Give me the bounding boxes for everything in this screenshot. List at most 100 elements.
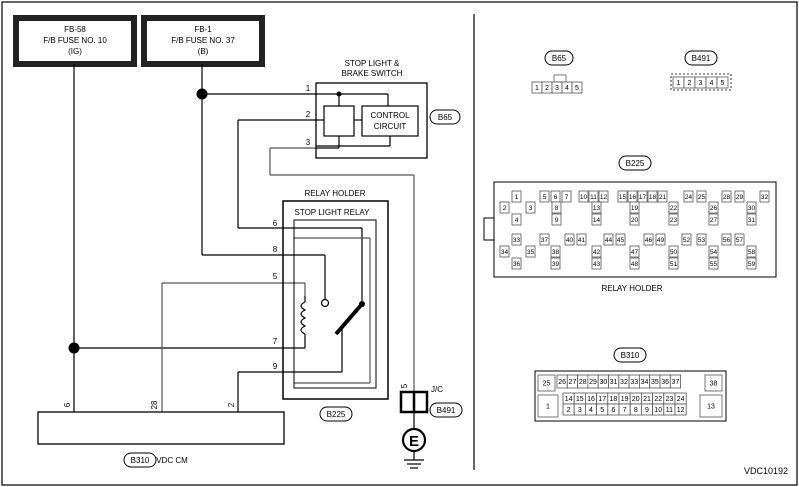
b310-pin-26: 26 bbox=[556, 374, 568, 389]
b491-pin-4: 4 bbox=[705, 76, 718, 89]
jc-connector-label: B491 bbox=[437, 406, 456, 415]
b225-pin-28-label: 28 bbox=[723, 194, 731, 201]
b310-pin-25-label: 25 bbox=[543, 381, 551, 388]
b225-pin-12-label: 12 bbox=[600, 194, 608, 201]
b310-pin-6-label: 6 bbox=[611, 407, 615, 414]
relay-connector-label: B225 bbox=[327, 410, 346, 419]
stop-light-relay-title: STOP LIGHT RELAY bbox=[295, 208, 371, 217]
switch-contact-box bbox=[323, 105, 355, 137]
jc-pin-5: 5 bbox=[400, 383, 409, 388]
b225-pin-34: 34 bbox=[499, 245, 510, 258]
jc-label: J/C bbox=[431, 385, 443, 394]
fuse-fb58-type: (IG) bbox=[68, 47, 82, 56]
b225-pin-26: 26 bbox=[708, 201, 719, 214]
b225-pin-6: 6 bbox=[550, 190, 561, 203]
b310-pin-24: 24 bbox=[674, 392, 687, 405]
junction-dot-fb1 bbox=[196, 88, 208, 100]
b310-pin-36: 36 bbox=[659, 374, 671, 389]
b310-pin-4: 4 bbox=[585, 403, 598, 416]
b310-pin-22-label: 22 bbox=[654, 396, 662, 403]
b310-pin-32: 32 bbox=[618, 374, 630, 389]
b310-pin-22: 22 bbox=[652, 392, 665, 405]
b491-pin-3: 3 bbox=[694, 76, 707, 89]
b310-pin-9-label: 9 bbox=[645, 407, 649, 414]
b225-pin-40: 40 bbox=[564, 233, 575, 246]
b65-view-label: B65 bbox=[552, 54, 567, 63]
b310-pin-7: 7 bbox=[618, 403, 631, 416]
b65-pin-5-label: 5 bbox=[575, 85, 579, 92]
b65-pin-1: 1 bbox=[531, 81, 543, 94]
b225-pin-43-label: 43 bbox=[593, 261, 601, 268]
figure-code: VDC10192 bbox=[744, 466, 788, 476]
b225-pin-56: 56 bbox=[721, 233, 732, 246]
b225-pin-33: 33 bbox=[511, 233, 522, 246]
b310-pin-30: 30 bbox=[597, 374, 609, 389]
b310-pin-19: 19 bbox=[618, 392, 631, 405]
b310-pin-25: 25 bbox=[537, 374, 556, 392]
b225-pin-50: 50 bbox=[668, 245, 679, 258]
vdccm-label: VDC CM bbox=[156, 456, 188, 465]
b65-pin-1-label: 1 bbox=[535, 85, 539, 92]
b225-pin-42-label: 42 bbox=[593, 249, 601, 256]
fuse-fb58-code: FB-58 bbox=[64, 25, 86, 34]
b310-pin-9: 9 bbox=[641, 403, 654, 416]
b225-pin-27-label: 27 bbox=[710, 217, 718, 224]
b310-pin-17: 17 bbox=[596, 392, 609, 405]
b310-pin-16: 16 bbox=[585, 392, 598, 405]
b225-pin-7: 7 bbox=[561, 190, 572, 203]
b225-pin-22-label: 22 bbox=[670, 205, 678, 212]
b310-pin-15-label: 15 bbox=[576, 396, 584, 403]
fuse-box-fb58: FB-58 F/B FUSE NO. 10 (IG) bbox=[13, 15, 137, 67]
relay-coil bbox=[300, 301, 307, 335]
b225-pin-35-label: 35 bbox=[527, 249, 535, 256]
b225-pin-7-label: 7 bbox=[565, 194, 569, 201]
b225-caption: RELAY HOLDER bbox=[601, 284, 662, 293]
b225-pin-54: 54 bbox=[708, 245, 719, 258]
joint-connector: 5 J/C B491 E bbox=[399, 383, 463, 469]
b225-pin-58: 58 bbox=[746, 245, 757, 258]
b491-pin-1: 1 bbox=[672, 76, 685, 89]
b310-pin-14-label: 14 bbox=[565, 396, 573, 403]
b310-pin-33: 33 bbox=[628, 374, 640, 389]
b225-pin-12: 12 bbox=[598, 190, 609, 203]
b491-view-label: B491 bbox=[692, 54, 711, 63]
b310-pin-27-label: 27 bbox=[569, 379, 577, 386]
b310-pin-5: 5 bbox=[596, 403, 609, 416]
b225-pin-26-label: 26 bbox=[710, 205, 718, 212]
b225-pin-20-label: 20 bbox=[631, 217, 639, 224]
b310-pin-18: 18 bbox=[607, 392, 620, 405]
b225-pin-30-label: 30 bbox=[748, 205, 756, 212]
relay-holder-title: RELAY HOLDER bbox=[304, 189, 365, 198]
b225-pin-39-label: 39 bbox=[552, 261, 560, 268]
b225-pin-18: 18 bbox=[647, 190, 658, 203]
b310-pin-34: 34 bbox=[639, 374, 651, 389]
relay-contact-open bbox=[320, 298, 330, 308]
b225-pin-16-label: 16 bbox=[629, 194, 637, 201]
b225-pin-49: 49 bbox=[655, 233, 666, 246]
b65-pin-3-label: 3 bbox=[555, 85, 559, 92]
b225-pin-3: 3 bbox=[525, 201, 536, 214]
b225-pin-16: 16 bbox=[627, 190, 638, 203]
b225-pin-27: 27 bbox=[708, 213, 719, 226]
b225-pin-19-label: 19 bbox=[631, 205, 639, 212]
b225-pin-30: 30 bbox=[746, 201, 757, 214]
b225-pin-4: 4 bbox=[511, 213, 522, 226]
b225-pin-36: 36 bbox=[511, 257, 522, 270]
b310-pin-2: 2 bbox=[562, 403, 575, 416]
b310-pin-5-label: 5 bbox=[600, 407, 604, 414]
b225-pin-31: 31 bbox=[746, 213, 757, 226]
b65-pin-2: 2 bbox=[541, 81, 553, 94]
b310-pin-8-label: 8 bbox=[634, 407, 638, 414]
b310-pin-15: 15 bbox=[573, 392, 586, 405]
b225-pin-2-label: 2 bbox=[503, 205, 507, 212]
b310-pin-2-label: 2 bbox=[567, 407, 571, 414]
b225-pin-46: 46 bbox=[643, 233, 654, 246]
b310-pin-20-label: 20 bbox=[632, 396, 640, 403]
b310-pin-28-label: 28 bbox=[579, 379, 587, 386]
b225-pin-10-label: 10 bbox=[580, 194, 588, 201]
b225-pin-15: 15 bbox=[617, 190, 628, 203]
